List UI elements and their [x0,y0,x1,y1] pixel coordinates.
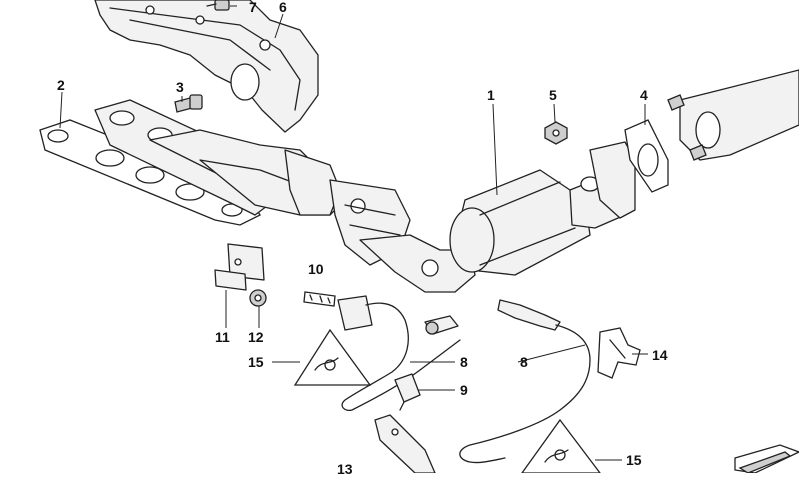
oxygen-sensor-right[interactable] [459,299,591,464]
warning-triangle-icon [293,328,372,386]
warning-triangle-icon [521,418,601,473]
catalytic-converter[interactable] [449,141,636,276]
callout-13: 13 [337,461,353,477]
callout-4: 4 [640,87,648,103]
nut[interactable] [544,121,568,145]
callout-5: 5 [549,87,557,103]
bolt-7[interactable] [206,0,230,11]
callout-1: 1 [487,87,495,103]
leader-lines [59,5,648,461]
rear-pipe[interactable] [667,69,799,161]
callout-3: 3 [176,79,184,95]
cable-clip[interactable] [394,373,421,411]
heat-shield[interactable] [94,0,319,133]
callout-7: 7 [249,0,257,15]
oxygen-sensor-left[interactable] [337,295,461,412]
callout-9: 9 [460,382,468,398]
gasket[interactable] [39,119,261,226]
callout-15-right: 15 [626,452,642,468]
callout-2: 2 [57,77,65,93]
wire-clip[interactable] [597,327,641,379]
bolt-12[interactable] [249,289,267,307]
callout-6: 6 [279,0,287,15]
callout-10: 10 [308,261,324,277]
arrow-icon [734,444,799,473]
callout-8-left: 8 [460,354,468,370]
bracket[interactable] [214,243,265,291]
callout-14: 14 [652,347,668,363]
callout-8-right: 8 [520,354,528,370]
callout-11: 11 [215,329,230,345]
clip[interactable] [303,291,336,307]
bolt-3[interactable] [174,94,203,113]
bracket-13[interactable] [374,414,436,473]
callout-12: 12 [248,329,264,345]
callout-15-left: 15 [248,354,264,370]
gasket-ring[interactable] [624,119,669,193]
flex-pipe[interactable] [284,149,476,293]
